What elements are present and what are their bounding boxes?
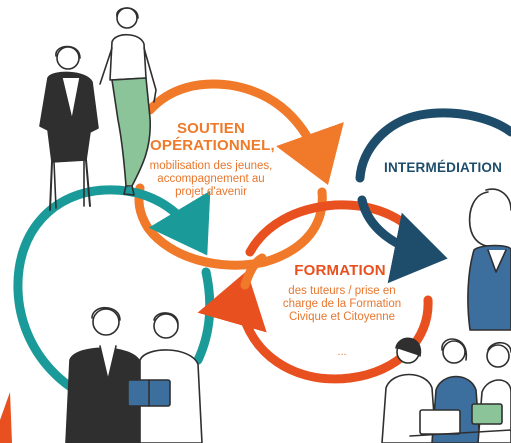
teal-loop-arrow (13, 185, 211, 415)
group-meeting-illustration (381, 337, 511, 443)
intermediation-title: INTERMÉDIATION (384, 160, 503, 175)
formation-entry-arrow (240, 253, 267, 290)
soutien-sub-line1: mobilisation des jeunes, (149, 160, 273, 172)
soutien-sub-line3: projet d'avenir (175, 185, 247, 198)
colleagues-reading-illustration (65, 306, 203, 443)
soutien-title-line2: OPÉRATIONNEL, (150, 136, 275, 154)
teal-loop-right (193, 267, 215, 365)
soutien-title-line1: SOUTIEN (176, 120, 246, 137)
soutien-description: mobilisation des jeunes, accompagnement … (148, 160, 274, 199)
formation-ellipsis: ... (337, 346, 347, 358)
formation-description: des tuteurs / prise en charge de la Form… (262, 285, 422, 324)
formation-sub-line2: charge de la Formation (282, 297, 402, 310)
people-walking-illustration (39, 7, 157, 211)
soutien-loop-arrow (145, 79, 344, 185)
soutien-loop-lower (134, 183, 327, 270)
intermediation-loop-lower (357, 195, 448, 284)
soutien-sub-line2: accompagnement au (157, 172, 265, 185)
formation-sub-line1: des tuteurs / prise en (288, 285, 396, 297)
formation-sub-line3: Civique et Citoyenne (288, 310, 396, 323)
formation-title: FORMATION (294, 262, 386, 279)
woman-portrait-illustration (467, 188, 511, 331)
intermediation-loop-arrow (355, 108, 511, 183)
soutien-title: SOUTIEN OPÉRATIONNEL, (150, 120, 275, 155)
left-edge-accent (0, 392, 12, 443)
